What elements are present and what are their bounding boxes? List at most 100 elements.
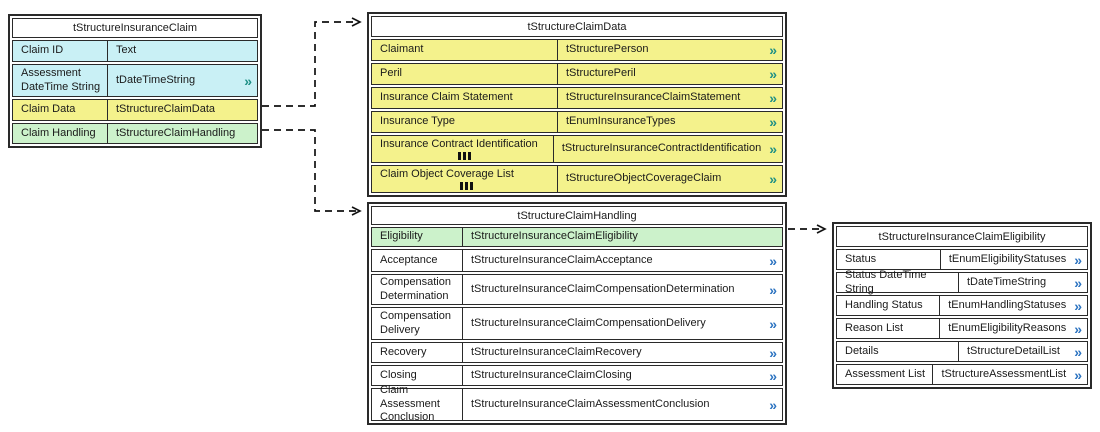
expand-chevron-icon[interactable]: » <box>769 171 777 187</box>
field-type-cell: tDateTimeString» <box>967 274 1082 291</box>
field-type-cell: tStructurePeril» <box>558 64 782 84</box>
field-type-cell: tStructureClaimHandling <box>108 124 257 143</box>
table-row[interactable]: Assessment List tStructureAssessmentList… <box>836 364 1088 385</box>
field-type-cell: tStructureInsuranceClaimClosing» <box>471 367 777 384</box>
field-label-cell: Assessment DateTime String <box>13 65 108 96</box>
field-label-cell: Claim Data <box>13 100 108 120</box>
table-structure-insurance-claim: tStructureInsuranceClaim Claim ID Text A… <box>8 14 262 148</box>
expand-chevron-icon[interactable]: » <box>1074 366 1082 383</box>
table-structure-claim-handling: tStructureClaimHandling Eligibility tStr… <box>367 202 787 425</box>
table-row[interactable]: Eligibility tStructureInsuranceClaimElig… <box>371 227 783 247</box>
expand-chevron-icon[interactable]: » <box>769 141 777 157</box>
expand-chevron-icon[interactable]: » <box>769 315 777 332</box>
field-type-cell: Text <box>108 41 257 61</box>
field-type-cell: tStructureInsuranceClaimAcceptance» <box>471 252 777 269</box>
expand-chevron-icon[interactable]: » <box>1074 251 1082 268</box>
field-label-cell: Claim Assessment Conclusion <box>372 384 463 423</box>
field-label-cell: Claim Object Coverage List <box>372 166 558 192</box>
table-row[interactable]: Recovery tStructureInsuranceClaimRecover… <box>371 342 783 363</box>
table-row[interactable]: Insurance Claim Statement tStructureInsu… <box>371 87 783 109</box>
connector-claim-handling <box>262 129 362 216</box>
field-type-cell: tStructureInsuranceClaimEligibility <box>463 228 782 246</box>
field-type-cell: tStructureInsuranceClaimCompensationDete… <box>471 281 777 298</box>
expand-chevron-icon[interactable]: » <box>1074 320 1082 337</box>
table-row[interactable]: Status DateTime String tDateTimeString» <box>836 269 1088 295</box>
expand-chevron-icon[interactable]: » <box>1074 343 1082 360</box>
table-row[interactable]: Acceptance tStructureInsuranceClaimAccep… <box>371 249 783 272</box>
field-label-cell: Status DateTime String <box>837 269 959 295</box>
field-type-cell: tEnumHandlingStatuses» <box>948 297 1082 314</box>
field-label-cell: Reason List <box>837 319 941 338</box>
table-row[interactable]: Details tStructureDetailList» <box>836 341 1088 362</box>
field-type-cell: tStructureInsuranceClaimAssessmentConclu… <box>471 396 777 413</box>
table-row[interactable]: Handling Status tEnumHandlingStatuses» <box>836 295 1088 316</box>
field-label-cell: Compensation Determination <box>372 275 463 304</box>
table-row[interactable]: Assessment DateTime String tDateTimeStri… <box>12 64 258 97</box>
list-multiplicity-icon <box>380 152 549 161</box>
table-structure-insurance-claim-eligibility: tStructureInsuranceClaimEligibility Stat… <box>832 222 1092 389</box>
field-label-cell: Details <box>837 342 959 361</box>
table-row[interactable]: Peril tStructurePeril» <box>371 63 783 85</box>
field-label-cell: Status <box>837 250 941 269</box>
expand-chevron-icon[interactable]: » <box>769 42 777 58</box>
field-type-cell: tStructureInsuranceClaimStatement» <box>558 88 782 108</box>
table-header[interactable]: tStructureClaimData <box>371 16 783 37</box>
expand-chevron-icon[interactable]: » <box>769 114 777 130</box>
table-row[interactable]: Compensation Determination tStructureIns… <box>371 274 783 305</box>
field-label-cell: Claimant <box>372 40 558 60</box>
field-label-cell: Closing <box>372 366 463 385</box>
field-type-cell: tEnumInsuranceTypes» <box>558 112 782 132</box>
field-type-cell: tStructureObjectCoverageClaim» <box>558 166 782 192</box>
table-row[interactable]: Claim ID Text <box>12 40 258 62</box>
field-label-cell: Insurance Claim Statement <box>372 88 558 108</box>
field-label-cell: Claim ID <box>13 41 108 61</box>
expand-chevron-icon[interactable]: » <box>769 90 777 106</box>
field-label-cell: Recovery <box>372 343 463 362</box>
field-type-cell: tStructurePerson» <box>558 40 782 60</box>
field-type-cell: tStructureAssessmentList» <box>941 366 1082 383</box>
table-row[interactable]: Claim Object Coverage List tStructureObj… <box>371 165 783 193</box>
table-row[interactable]: Insurance Type tEnumInsuranceTypes» <box>371 111 783 133</box>
expand-chevron-icon[interactable]: » <box>769 396 777 413</box>
field-label-cell: Eligibility <box>372 228 463 246</box>
table-header[interactable]: tStructureClaimHandling <box>371 206 783 225</box>
field-type-cell: tEnumEligibilityStatuses» <box>948 251 1082 268</box>
field-type-cell: tStructureInsuranceContractIdentificatio… <box>553 136 782 162</box>
table-row[interactable]: Status tEnumEligibilityStatuses» <box>836 249 1088 270</box>
table-row[interactable]: Closing tStructureInsuranceClaimClosing» <box>371 365 783 386</box>
expand-chevron-icon[interactable]: » <box>769 344 777 361</box>
expand-chevron-icon[interactable]: » <box>769 281 777 298</box>
expand-chevron-icon[interactable]: » <box>1074 274 1082 291</box>
table-row[interactable]: Claim Handling tStructureClaimHandling <box>12 123 258 144</box>
table-header[interactable]: tStructureInsuranceClaim <box>12 18 258 38</box>
table-row[interactable]: Insurance Contract Identification tStruc… <box>371 135 783 163</box>
table-row[interactable]: Reason List tEnumEligibilityReasons» <box>836 318 1088 339</box>
table-row[interactable]: Claimant tStructurePerson» <box>371 39 783 61</box>
table-row[interactable]: Compensation Delivery tStructureInsuranc… <box>371 307 783 340</box>
table-header[interactable]: tStructureInsuranceClaimEligibility <box>836 226 1088 247</box>
field-type-cell: tEnumEligibilityReasons» <box>948 320 1082 337</box>
table-title: tStructureClaimData <box>527 20 627 33</box>
table-title: tStructureClaimHandling <box>517 209 637 222</box>
table-structure-claim-data: tStructureClaimData Claimant tStructureP… <box>367 12 787 197</box>
field-label-cell: Claim Handling <box>13 124 108 143</box>
expand-chevron-icon[interactable]: » <box>769 66 777 82</box>
field-label-cell: Handling Status <box>837 296 941 315</box>
expand-chevron-icon[interactable]: » <box>769 252 777 269</box>
field-type-cell: tStructureDetailList» <box>967 343 1082 360</box>
field-type-cell: tStructureClaimData <box>108 100 257 120</box>
field-type-cell: tDateTimeString» <box>108 65 257 96</box>
table-row[interactable]: Claim Assessment Conclusion tStructureIn… <box>371 384 783 423</box>
connector-claim-data <box>262 17 362 107</box>
table-row[interactable]: Claim Data tStructureClaimData <box>12 99 258 121</box>
expand-chevron-icon[interactable]: » <box>1074 297 1082 314</box>
table-title: tStructureInsuranceClaim <box>72 22 198 34</box>
expand-chevron-icon[interactable]: » <box>769 367 777 384</box>
expand-chevron-icon[interactable]: » <box>244 72 252 89</box>
field-label-cell: Assessment List <box>837 365 934 384</box>
table-title: tStructureInsuranceClaimEligibility <box>878 230 1046 243</box>
field-label-cell: Insurance Type <box>372 112 558 132</box>
field-type-cell: tStructureInsuranceClaimRecovery» <box>471 344 777 361</box>
field-type-cell: tStructureInsuranceClaimCompensationDeli… <box>471 315 777 332</box>
